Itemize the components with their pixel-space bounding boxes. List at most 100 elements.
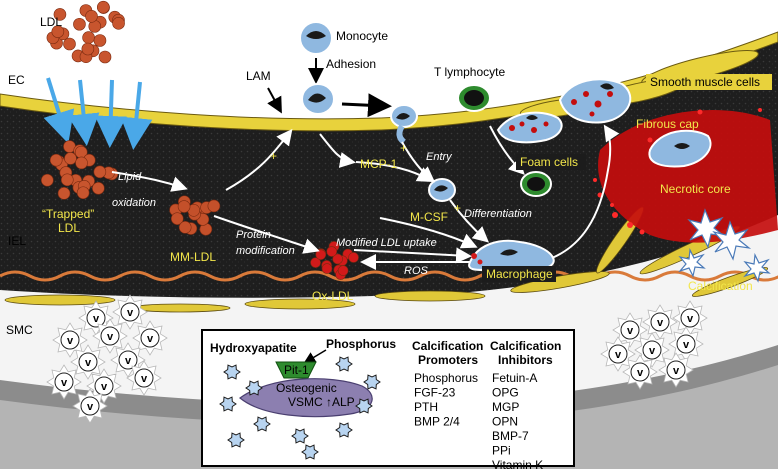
vesicle	[608, 344, 628, 364]
activated-t-lymphocyte	[520, 171, 552, 197]
ox-ldl-cluster	[310, 241, 359, 280]
necrotic-core-label: Necrotic core	[660, 182, 731, 196]
t-lymphocyte-cell	[457, 84, 491, 112]
pit1-label: Pit-1	[284, 363, 309, 377]
ldl-label: LDL	[40, 15, 62, 29]
internal-elastic-lamina	[0, 270, 778, 282]
rolling-arrow	[341, 93, 392, 118]
vesicle	[86, 308, 106, 328]
adhesion-label: Adhesion	[326, 57, 376, 71]
vesicle-label: v	[67, 335, 74, 347]
lipid-oxidation-label-2: oxidation	[112, 197, 156, 209]
foam-cells-label: Foam cells	[520, 155, 578, 169]
trapped-ldl-particle	[92, 181, 105, 195]
vesicle	[680, 308, 700, 328]
vesicle-label: v	[673, 365, 680, 377]
adventitia-band-light	[0, 365, 778, 469]
promoter-item: FGF-23	[414, 386, 456, 400]
hydroxyapatite-crystal	[335, 422, 353, 438]
hydroxyapatite-crystal	[363, 374, 381, 390]
hydroxyapatite-crystal	[245, 380, 263, 396]
protein-modification-label-2: modification	[236, 245, 295, 257]
promoter-item: PTH	[414, 400, 438, 414]
ox-ldl-particle	[321, 263, 333, 274]
vesicle	[80, 396, 100, 416]
hydroxyapatite-crystal	[253, 416, 271, 432]
trapped-ldl-particle	[49, 153, 63, 167]
vesicle	[118, 350, 138, 370]
trapped-ldl-particle	[93, 165, 107, 179]
alp-label: ↑ALP	[326, 395, 355, 409]
vesicle-label: v	[627, 325, 634, 337]
calcification-label: Calcification	[688, 279, 753, 293]
mcp1-label: MCP-1	[360, 157, 398, 171]
promoters-title-2: Promoters	[418, 353, 478, 367]
phosphorus-label: Phosphorus	[326, 337, 396, 351]
promoter-item: BMP 2/4	[414, 415, 460, 429]
trapped-ldl-particle	[76, 186, 90, 200]
hydroxyapatite-crystal	[291, 428, 309, 444]
smooth-muscle-label-bg	[646, 74, 772, 90]
calcification-inset: Hydroxyapatite Phosphorus Pit-1 Osteogen…	[201, 329, 575, 469]
vesicle	[642, 340, 662, 360]
ldl-particle	[112, 17, 125, 30]
hydroxyapatite-crystal	[223, 364, 241, 380]
macrophage-label: Macrophage	[486, 267, 553, 281]
protein-modification-label-1: Protein	[236, 229, 271, 241]
vesicle	[620, 320, 640, 340]
ox-ldl-particle	[348, 252, 359, 263]
inhibitor-item: OPG	[492, 386, 519, 400]
monocyte-cell	[299, 21, 333, 55]
ldl-particle	[85, 10, 98, 23]
plus-sign-lam: +	[270, 149, 277, 163]
hydroxyapatite-crystal	[219, 396, 237, 412]
hydroxyapatite-crystals	[219, 356, 381, 460]
osteogenic-vsmc-cell	[239, 378, 373, 418]
trapped-ldl-particle	[60, 173, 74, 187]
trapped-ldl-particle	[75, 156, 88, 170]
foam-cell-2	[558, 78, 632, 124]
promoters-title-1: Calcification	[412, 339, 483, 353]
plus-sign-mcsf: +	[454, 201, 461, 215]
necrotic-core	[593, 108, 778, 243]
monocyte-label: Monocyte	[336, 29, 388, 43]
vesicle	[60, 330, 80, 350]
hydroxyapatite-label: Hydroxyapatite	[210, 341, 297, 355]
vesicle	[134, 368, 154, 388]
ldl-particle	[97, 0, 110, 14]
modified-ldl-uptake-label: Modified LDL uptake	[336, 237, 437, 249]
foam-cell-1	[496, 111, 563, 144]
ldl-particle	[93, 34, 107, 47]
ldl-particle	[98, 50, 112, 64]
trapped-ldl-cluster	[41, 140, 119, 200]
hydroxyapatite-crystal	[227, 432, 245, 448]
calcification-crystals	[678, 208, 771, 283]
smooth-muscle-cells-label: Smooth muscle cells	[650, 75, 760, 89]
lam-pointer	[267, 87, 282, 114]
plus-sign-mcp1: +	[400, 141, 407, 155]
endothelium-layer	[0, 31, 778, 132]
trapped-ldl-label-2: LDL	[58, 221, 80, 235]
phosphorus-arrow	[303, 349, 327, 364]
mm-ldl-cluster	[169, 195, 221, 236]
ldl-entry-arrows	[43, 77, 153, 150]
macrophage-label-bg	[482, 266, 556, 282]
inhibitor-item: PPi	[492, 444, 511, 458]
vesicle-label: v	[107, 331, 114, 343]
inhibitor-item: Vitamin K	[492, 458, 543, 469]
vesicle-label: v	[101, 381, 108, 393]
vesicle-label: v	[649, 345, 656, 357]
vesicle	[140, 328, 160, 348]
ox-ldl-particle	[337, 265, 349, 276]
ox-ldl-particle	[326, 246, 338, 257]
ldl-particle	[73, 17, 86, 31]
vesicle-label: v	[93, 313, 100, 325]
intimal-monocyte	[428, 178, 456, 202]
vesicle	[676, 334, 696, 354]
mm-ldl-particle	[177, 200, 191, 213]
trapped-ldl-particle	[57, 187, 71, 200]
t-lymphocyte-label: T lymphocyte	[434, 65, 505, 79]
ox-ldl-label: Ox-LDL	[312, 289, 354, 303]
